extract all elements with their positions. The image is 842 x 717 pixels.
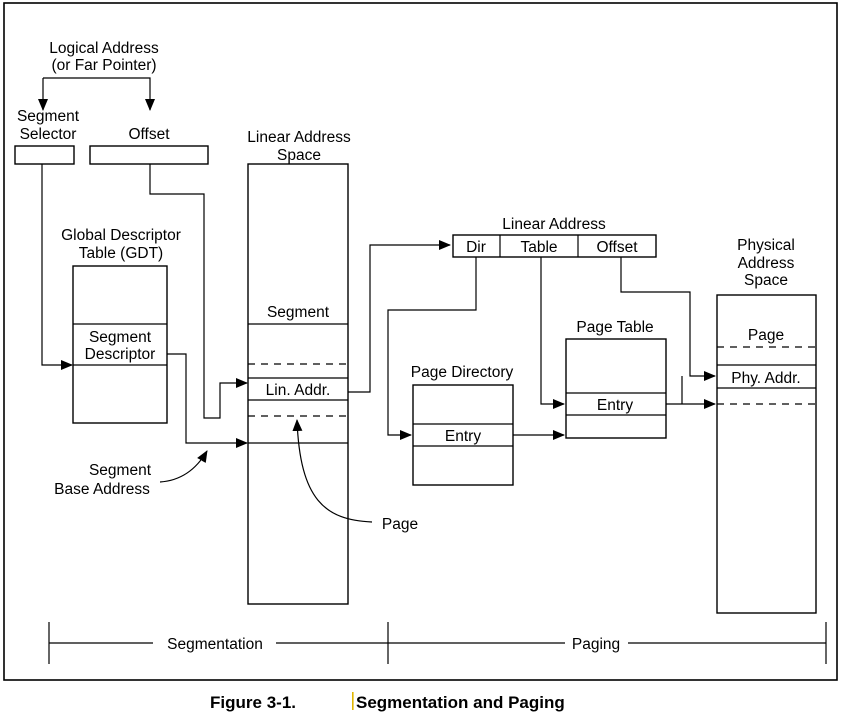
- dir-field-label: Dir: [466, 239, 486, 256]
- segment-descriptor-label: Segment: [89, 329, 152, 346]
- segmentation-label: Segmentation: [167, 636, 263, 653]
- gdt-label: Global Descriptor: [61, 227, 181, 244]
- segment-selector-label: Segment: [17, 108, 80, 125]
- paging-label: Paging: [572, 636, 620, 653]
- offset-field-label: Offset: [596, 239, 638, 256]
- change-bar: [352, 692, 354, 710]
- dir-to-pd-entry-arrow: [387, 257, 477, 440]
- descriptor-to-base-arrow: [167, 353, 248, 448]
- page-pointer: [292, 419, 373, 523]
- offset-to-phy-addr-arrow: [620, 257, 716, 381]
- segment-descriptor-label-2: Descriptor: [85, 346, 156, 363]
- logical-to-offset-arrow: [43, 77, 155, 111]
- gdt-box: [72, 265, 168, 424]
- linear-space-label-2: Space: [277, 147, 321, 164]
- physical-address-space-box: [716, 294, 817, 614]
- figure-title: Segmentation and Paging: [356, 693, 565, 712]
- segment-selector-label-2: Selector: [20, 126, 77, 143]
- pd-entry-label: Entry: [445, 428, 481, 445]
- figure-frame: [3, 2, 838, 681]
- physical-label-2: Address: [738, 255, 795, 272]
- offset-to-lin-addr-arrow: [149, 164, 248, 419]
- segment-base-label: Segment: [89, 462, 152, 479]
- lin-addr-label: Lin. Addr.: [266, 382, 331, 399]
- page-directory-box: [412, 384, 514, 486]
- page-table-label: Page Table: [576, 319, 653, 336]
- offset-label: Offset: [128, 126, 170, 143]
- page-directory-label: Page Directory: [411, 364, 514, 381]
- linear-address-box: [452, 234, 657, 258]
- lin-addr-to-linear-address-arrow: [348, 240, 451, 393]
- pt-entry-label: Entry: [597, 397, 633, 414]
- linear-address-space-box: [247, 163, 349, 605]
- linear-space-label: Linear Address: [247, 129, 351, 146]
- linear-address-label: Linear Address: [502, 216, 606, 233]
- gdt-label-2: Table (GDT): [79, 245, 163, 262]
- selector-to-descriptor-arrow: [41, 164, 73, 370]
- phys-page-label: Page: [748, 327, 784, 344]
- table-field-label: Table: [520, 239, 557, 256]
- page-annotation-label: Page: [382, 516, 418, 533]
- logical-address-label: Logical Address: [49, 40, 159, 57]
- physical-label-3: Space: [744, 272, 788, 289]
- table-to-pt-entry-arrow: [540, 257, 565, 409]
- phy-addr-label: Phy. Addr.: [731, 370, 801, 387]
- segment-base-label-2: Base Address: [54, 481, 150, 498]
- page-table-box: [565, 338, 667, 439]
- offset-box: [89, 145, 209, 165]
- far-pointer-label: (or Far Pointer): [51, 57, 156, 74]
- figure-number: Figure 3-1.: [210, 693, 296, 712]
- segment-label: Segment: [267, 304, 330, 321]
- physical-label: Physical: [737, 237, 795, 254]
- segment-base-pointer: [159, 450, 208, 483]
- segment-selector-box: [14, 145, 75, 165]
